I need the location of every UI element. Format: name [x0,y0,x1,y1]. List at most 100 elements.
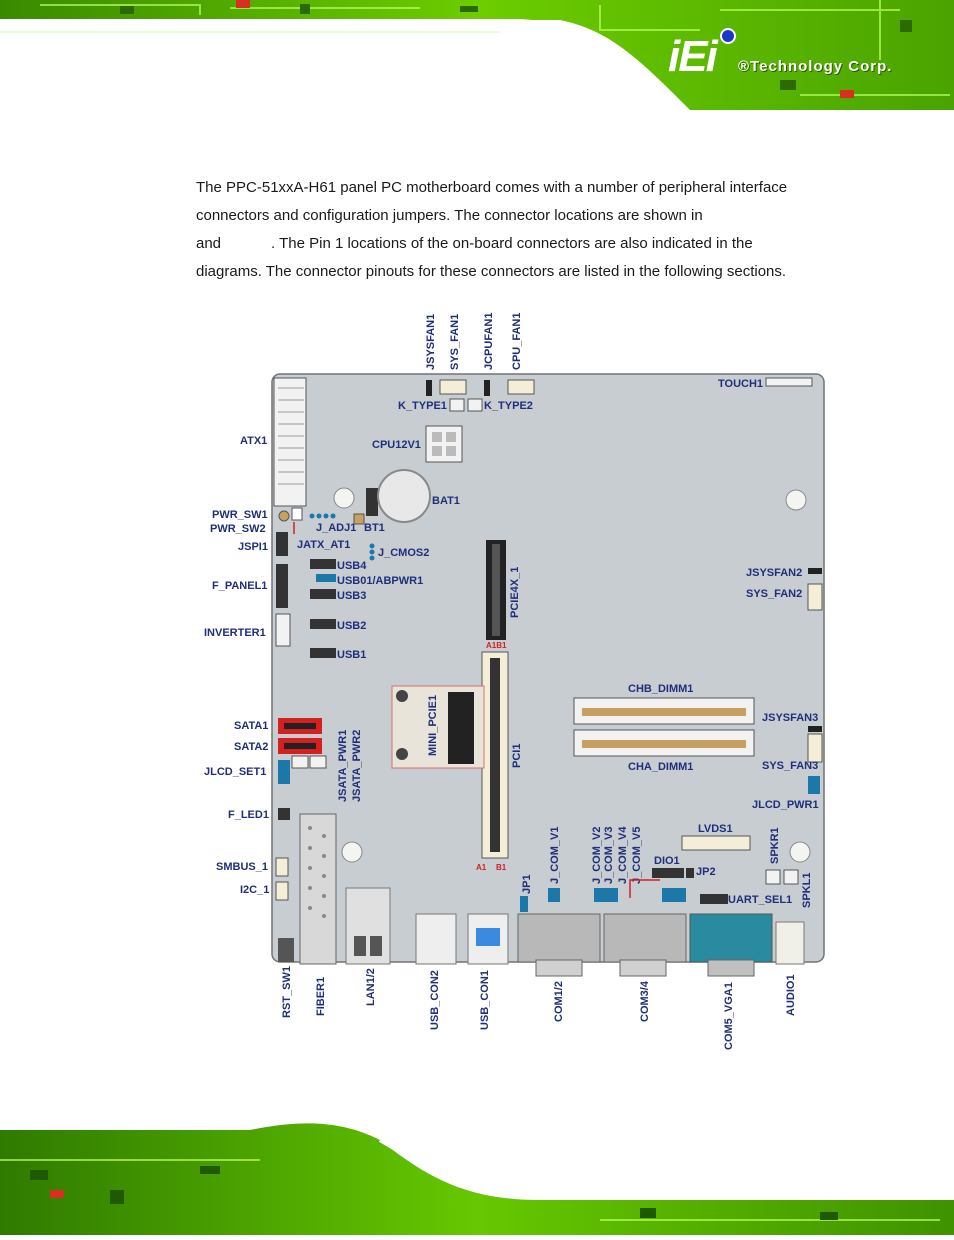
smbus-1-connector [275,857,289,877]
spkl1-label: SPKL1 [801,873,813,908]
jsysfan3-header [808,726,822,732]
jsysfan2-label: JSYSFAN2 [746,567,802,579]
k-type1-label: K_TYPE1 [398,400,447,412]
pcie4x-a1b1-label: A1B1 [486,641,507,650]
smbus-1-label: SMBUS_1 [216,861,268,873]
rst-sw1-label: RST_SW1 [281,966,293,1018]
jsata-pwr1-label: JSATA_PWR1 [337,730,349,802]
cpu12v1-label: CPU12V1 [372,439,421,451]
logo-mark: iEi [668,32,718,81]
spkl1-connector [783,869,799,885]
jsysfan2-header [808,568,822,574]
j-com-v2-v3-header [594,888,618,902]
lvds1-connector [681,835,751,851]
header-circuit-graphic [0,0,954,110]
jsysfan1-header [426,380,432,396]
lvds1-label: LVDS1 [698,823,733,835]
intro-line-3: and . The Pin 1 locations of the on-boar… [196,235,753,252]
fiber1-cage [299,813,337,965]
chb-dimm1-label: CHB_DIMM1 [628,683,693,695]
audio1-connector [775,921,805,965]
jlcd-pwr1-label: JLCD_PWR1 [752,799,819,811]
sata1-label: SATA1 [234,720,268,732]
mini-pcie-screw-1 [396,690,408,702]
j-com-v3-label: J_COM_V3 [603,827,615,884]
pcie4x-label: PCIE4X_1 [509,567,521,618]
jlcd-pwr1-header [808,776,820,794]
k-type2-connector [467,398,483,412]
sys-fan1-label: SYS_FAN1 [449,314,461,370]
uart-sel1-label: UART_SEL1 [728,894,792,906]
motherboard-layout-svg: ATX1 JSYSFAN1 SYS_FAN1 JCPUFAN1 CPU_FAN1… [204,313,825,1050]
mount-hole-3 [341,841,363,863]
mount-hole-4 [789,841,811,863]
jlcd-set1-label: JLCD_SET1 [204,766,266,778]
jp2-label: JP2 [696,866,716,878]
sys-fan1-connector [439,379,467,395]
header-banner: iEi ®Technology Corp. [0,0,954,110]
com34-connector [603,913,687,963]
k-type2-label: K_TYPE2 [484,400,533,412]
cpu-fan1-label: CPU_FAN1 [511,313,523,370]
cpu-fan1-connector [507,379,535,395]
atx1-connector [273,377,307,507]
inverter1-connector [275,613,291,647]
usb3-label: USB3 [337,590,366,602]
touch1-label: TOUCH1 [718,378,763,390]
jspi1-label: JSPI1 [238,541,268,553]
j-com-v1-header [548,888,560,902]
sys-fan3-connector [807,733,823,763]
jp2-header [686,868,694,878]
j-adj1-label: J_ADJ1 [316,522,356,534]
spkr1-label: SPKR1 [769,827,781,864]
iei-logo: iEi ®Technology Corp. [668,28,938,88]
mount-hole-2 [785,489,807,511]
bt1-button [353,513,365,525]
sys-fan2-label: SYS_FAN2 [746,588,802,600]
com5-vga1-connector [689,913,773,963]
lan12-label: LAN1/2 [365,968,377,1006]
mini-pcie1-label: MINI_PCIE1 [427,695,439,756]
i2c-1-label: I2C_1 [240,884,269,896]
dio1-header [652,868,684,878]
pcb-board [271,373,825,963]
jsysfan3-label: JSYSFAN3 [762,712,818,724]
jcpufan1-label: JCPUFAN1 [483,313,495,370]
j-com-arrow [629,879,660,898]
usb-con2-label: USB_CON2 [429,970,441,1030]
bat1-holder [366,488,378,516]
mount-hole-1 [333,487,355,509]
usb01-header [316,574,336,582]
cha-dimm1-label: CHA_DIMM1 [628,761,693,773]
f-panel1-label: F_PANEL1 [212,580,267,592]
jsata-pwr2-connector [309,755,327,769]
spkr1-connector [765,869,781,885]
intro-line-4: diagrams. The connector pinouts for thes… [196,263,787,280]
usb-con1-connector [467,913,509,965]
i2c-1-connector [275,881,289,901]
motherboard-diagram: ATX1 JSYSFAN1 SYS_FAN1 JCPUFAN1 CPU_FAN1… [196,308,836,1058]
com12-connector [517,913,601,963]
audio1-label: AUDIO1 [785,974,797,1016]
footer-circuit-graphic [0,1120,954,1235]
jsata-pwr2-label: JSATA_PWR2 [351,730,363,802]
cpu12v1-connector [425,425,463,463]
f-panel1-header [276,564,288,608]
pwr-sw2-header [291,507,303,521]
jcpufan1-header [484,380,490,396]
jlcd-set1-header [278,760,290,784]
bt1-label: BT1 [364,522,385,534]
com34-label: COM3/4 [639,980,651,1022]
usb2-header [310,619,336,629]
j-com-v4-v5-header [662,888,686,902]
usb4-header [310,559,336,569]
bat1-battery [377,469,431,523]
intro-paragraph: The PPC-51xxA-H61 panel PC motherboard c… [196,174,836,286]
usb3-header [310,589,336,599]
dio1-label: DIO1 [654,855,680,867]
f-led1-header [278,808,290,820]
mini-pcie1-slot [448,692,474,764]
com5-vga1-label: COM5_VGA1 [723,982,735,1050]
rst-sw1-button [278,938,294,962]
logo-dot-icon [720,28,736,44]
